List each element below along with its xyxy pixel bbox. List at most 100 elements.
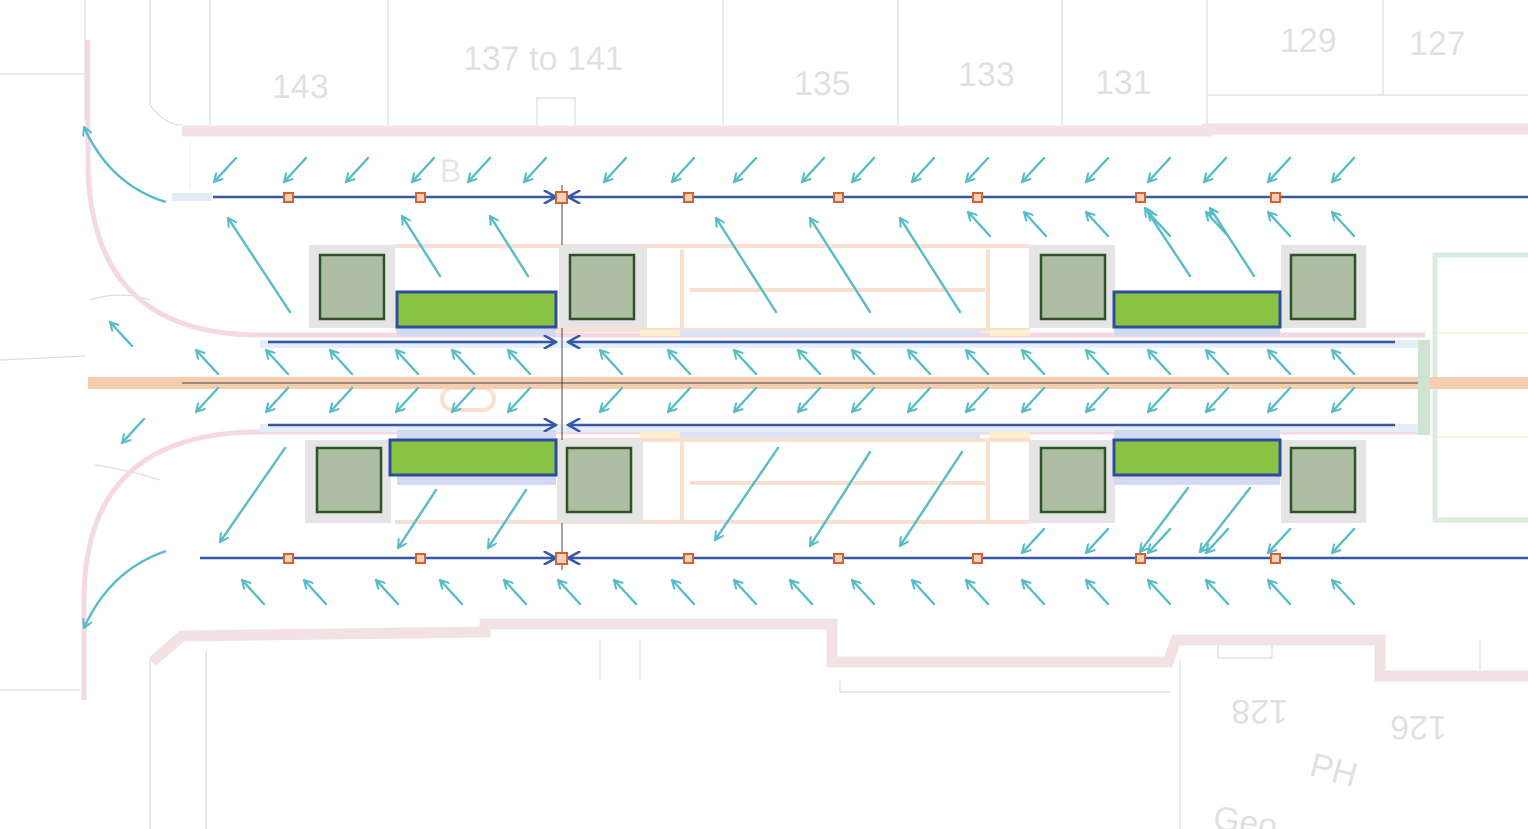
flow-arrows (110, 156, 1356, 606)
flow-arrow (346, 156, 370, 182)
tree-pit (318, 253, 386, 321)
flow-arrow (196, 350, 220, 376)
flow-arrow (908, 386, 932, 412)
lot-label-137-141: 137 to 141 (463, 40, 624, 78)
flow-arrow (1022, 580, 1046, 606)
flow-arrow (122, 417, 146, 443)
flow-arrow (452, 350, 476, 376)
gully (1270, 192, 1281, 203)
flow-arrow (734, 156, 758, 182)
gully (415, 553, 426, 564)
gully (833, 553, 844, 564)
flow-arrow (912, 156, 936, 182)
gully (415, 192, 426, 203)
flow-arrow (266, 350, 290, 376)
gully (555, 552, 568, 565)
drainage-lines (200, 197, 1528, 558)
flow-arrow (604, 156, 628, 182)
flow-arrow (668, 386, 692, 412)
flow-arrow (214, 156, 238, 182)
flow-arrow (600, 350, 624, 376)
gully (833, 192, 844, 203)
flow-arrow (1268, 350, 1292, 376)
flow-arrow (1086, 156, 1110, 182)
gullies (283, 191, 1281, 565)
flow-arrow (808, 218, 872, 314)
gully (555, 191, 568, 204)
faint-label-b: B (440, 153, 461, 189)
flow-arrow (798, 386, 822, 412)
flow-arrow (898, 218, 962, 314)
flow-arrow (1268, 386, 1292, 412)
flow-arrow (1206, 527, 1230, 553)
flow-arrow (376, 580, 400, 606)
gully (283, 553, 294, 564)
flow-arrow (1148, 527, 1172, 553)
flow-arrow (330, 386, 354, 412)
flow-arrow (1268, 212, 1292, 238)
flow-arrow (412, 156, 436, 182)
flow-arrow (284, 156, 308, 182)
flow-arrow (1332, 212, 1356, 238)
flow-arrow (908, 350, 932, 376)
flow-arrow (242, 580, 266, 606)
flow-arrow (672, 580, 696, 606)
flow-arrow (396, 488, 438, 548)
flow-arrow (1148, 350, 1172, 376)
gully (683, 192, 694, 203)
tree-pit (1289, 446, 1357, 514)
footway-boundary (148, 123, 1528, 682)
tree-pit (1039, 446, 1107, 514)
flow-arrow (1206, 350, 1230, 376)
flow-arrow (1206, 386, 1230, 412)
flow-arrow (1206, 580, 1230, 606)
flow-arrow (488, 216, 530, 278)
flow-arrow (1268, 527, 1292, 553)
flow-arrow (330, 350, 354, 376)
flow-arrow (1024, 212, 1048, 238)
gully (972, 192, 983, 203)
junction-centreline (1418, 340, 1430, 435)
flow-arrow (218, 446, 287, 542)
tree-pit (1039, 253, 1107, 321)
flow-arrow (508, 386, 532, 412)
flow-arrow (966, 350, 990, 376)
flow-arrow (396, 350, 420, 376)
flow-arrow (614, 580, 638, 606)
flow-arrow (734, 580, 758, 606)
flow-arrow (966, 580, 990, 606)
flow-arrow (852, 580, 876, 606)
flow-arrow (1086, 580, 1110, 606)
flow-arrow (798, 350, 822, 376)
flow-arrow (966, 156, 990, 182)
planters (388, 290, 1282, 477)
flow-arrow (672, 156, 696, 182)
flow-arrow (668, 350, 692, 376)
flow-arrow (558, 580, 582, 606)
drainage-stub (172, 193, 212, 201)
flow-arrow (1022, 386, 1046, 412)
flow-arrow (1332, 156, 1356, 182)
flow-arrow (440, 580, 464, 606)
flow-arrow (452, 386, 476, 412)
flow-arrow (912, 580, 936, 606)
flow-arrow (966, 386, 990, 412)
flow-arrow (802, 156, 826, 182)
flow-arrow (1022, 527, 1046, 553)
flow-arrow (1148, 580, 1172, 606)
gully (283, 192, 294, 203)
flow-arrow (714, 218, 778, 314)
flow-arrow (852, 156, 876, 182)
lot-label-143: 143 (272, 68, 329, 106)
lot-label-129: 129 (1280, 22, 1337, 60)
gully (683, 553, 694, 564)
planter (388, 438, 558, 477)
lot-label-131: 131 (1095, 64, 1152, 102)
flow-arrow (304, 580, 328, 606)
flow-arrow (196, 386, 220, 412)
flow-arrow (713, 446, 780, 540)
lot-label-geo: Geo (1211, 799, 1280, 829)
flow-arrow (1086, 350, 1110, 376)
flow-arrow (1332, 350, 1356, 376)
